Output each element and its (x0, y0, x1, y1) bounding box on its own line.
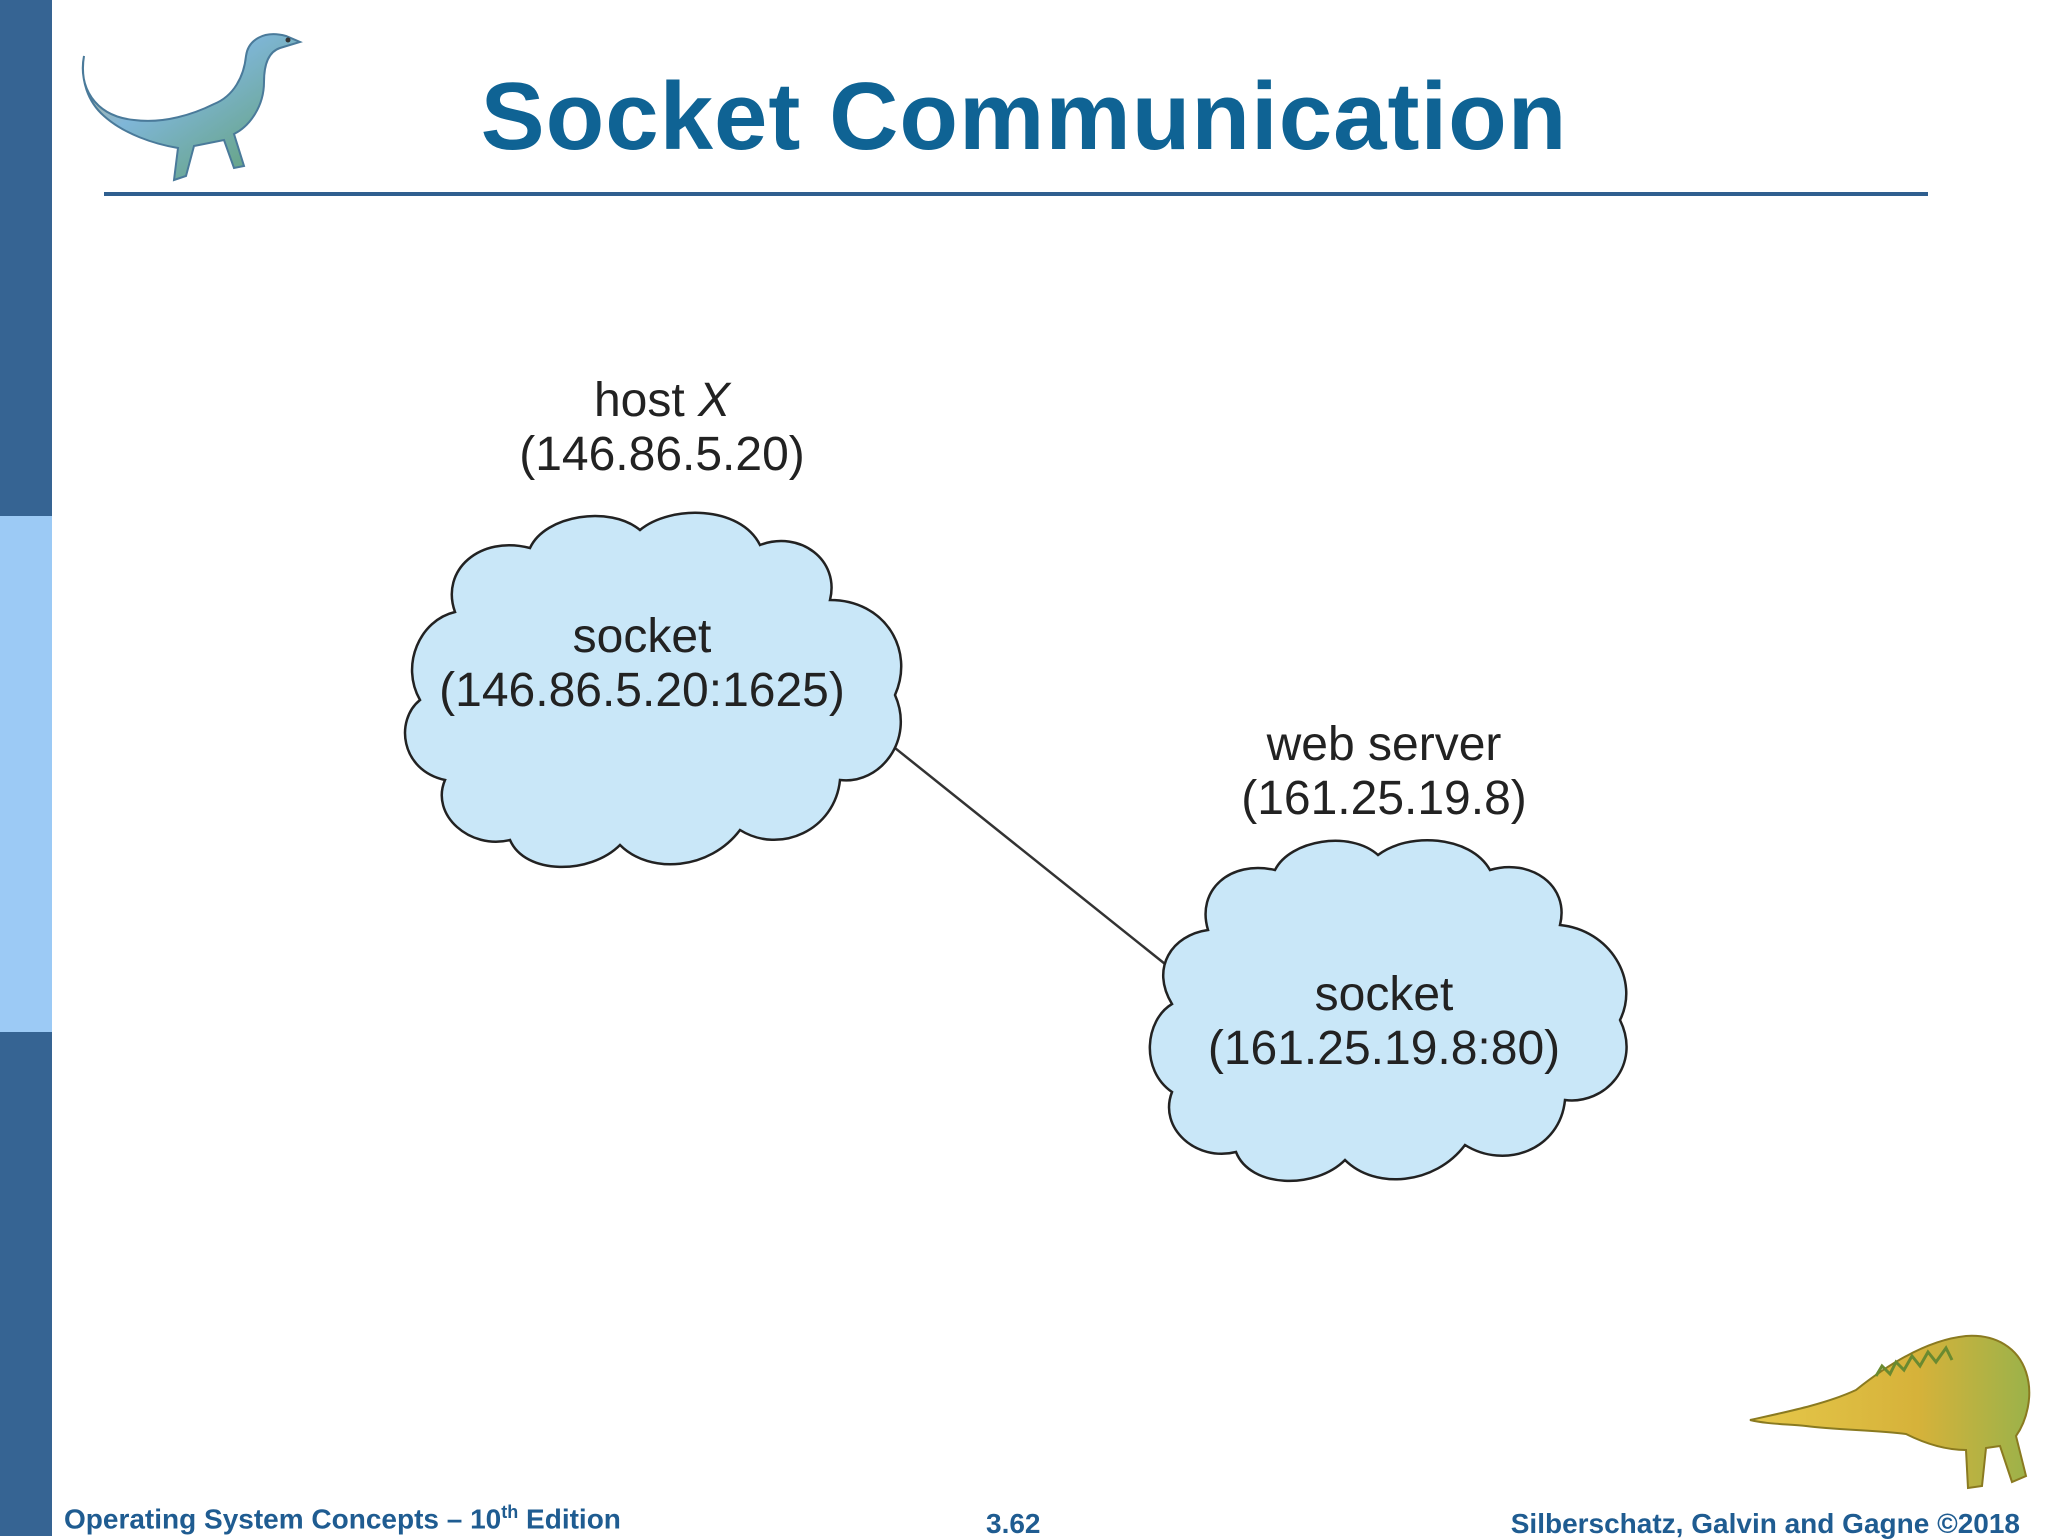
footer-book-title: Operating System Concepts – 10th Edition (64, 1502, 621, 1535)
slide-title: Socket Communication (480, 63, 1568, 170)
server-ip-label: (161.25.19.8) (1241, 772, 1527, 825)
host-cloud (403, 511, 903, 869)
left-sidebar-highlight (0, 516, 52, 1032)
host-socket-label: socket (573, 610, 712, 663)
host-ip-label: (146.86.5.20) (519, 428, 805, 481)
footer-copyright: Silberschatz, Galvin and Gagne ©2018 (1510, 1508, 2020, 1539)
server-name-label: web server (1266, 718, 1502, 771)
title-divider (104, 192, 1928, 196)
host-socket-address: (146.86.5.20:1625) (439, 664, 845, 717)
server-cloud (1148, 838, 1628, 1183)
host-name-label: host X (594, 374, 732, 427)
connection-line (879, 735, 1211, 1001)
dinosaur-bottom-right-icon (1749, 1334, 2031, 1490)
server-socket-address: (161.25.19.8:80) (1208, 1022, 1560, 1075)
footer-page-number: 3.62 (986, 1508, 1041, 1539)
server-socket-label: socket (1315, 968, 1454, 1021)
dinosaur-top-left-icon (81, 33, 303, 182)
